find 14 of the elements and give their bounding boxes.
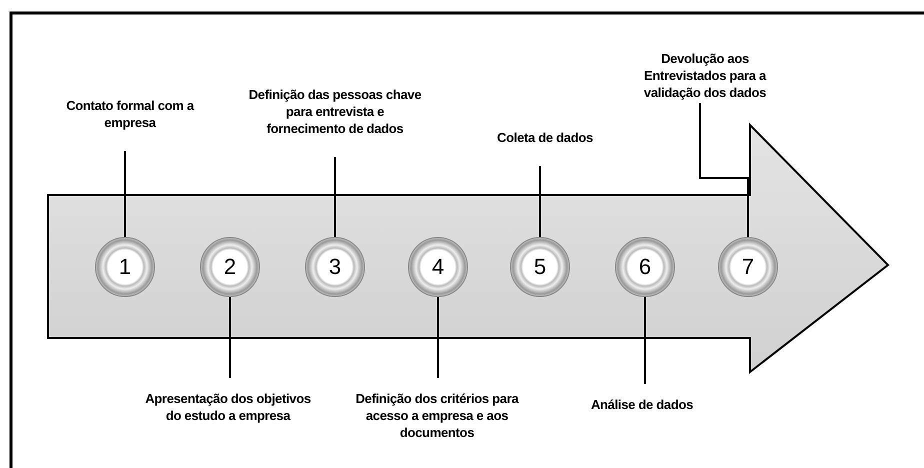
leader-line [124,151,126,237]
leader-line [644,297,646,384]
step-label: Contato formal com a empresa [55,97,205,131]
leader-line [699,103,749,237]
step-label: Devolução aos Entrevistados para a validação dos dados [620,50,790,101]
leader-line [229,297,231,378]
step-label: Definição dos critérios para acesso a empresa e aos documentos [347,390,527,441]
step-label: Apresentação dos objetivos do estudo a empresa [143,390,313,424]
leader-line [539,166,541,237]
step-label: Definição das pessoas chave para entrevista e fornecimento de dados [245,86,425,137]
leader-line [334,157,336,237]
step-label: Análise de dados [577,396,707,413]
leader-line [437,297,439,378]
step-label: Coleta de dados [480,129,610,146]
